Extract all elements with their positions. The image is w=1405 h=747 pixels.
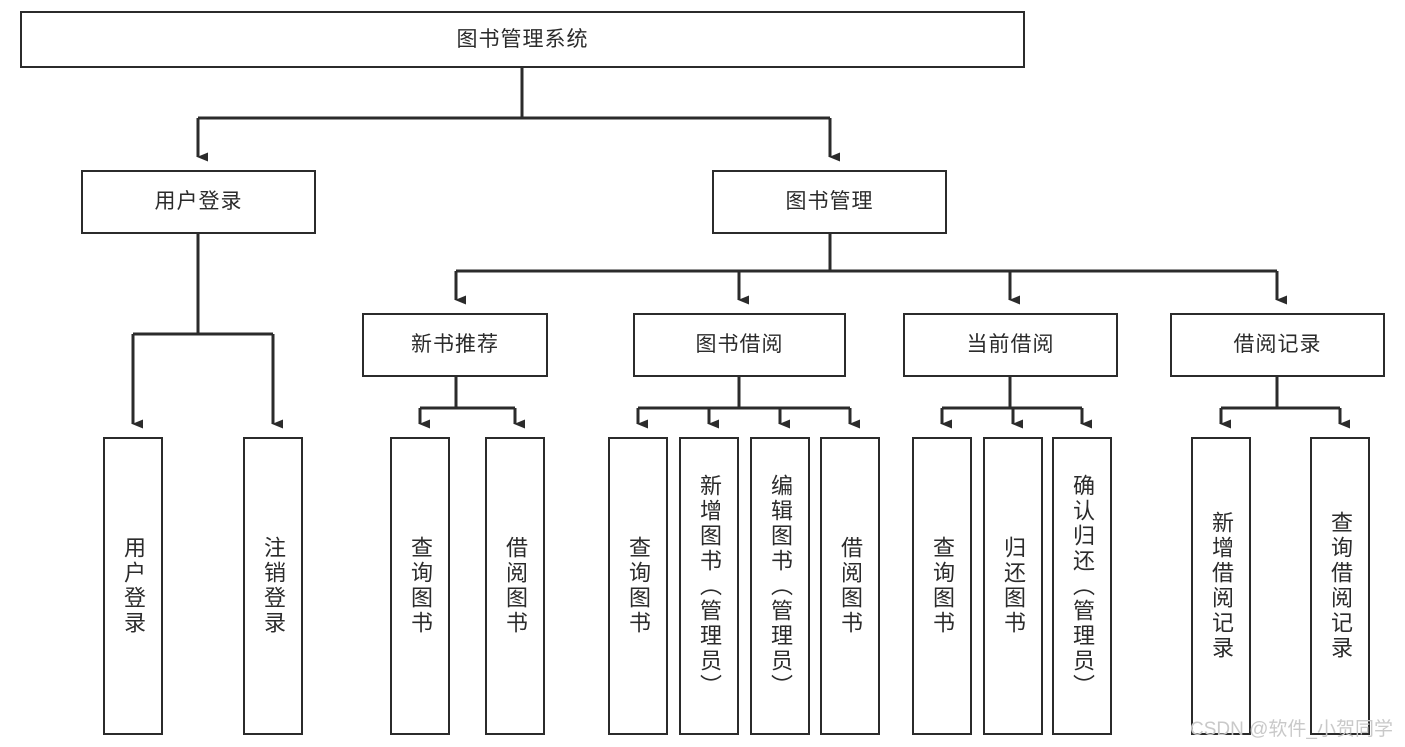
leaf-query-borrow-record[interactable]: 查询借阅记录 — [1310, 437, 1370, 735]
leaf-query-book-rec[interactable]: 查询图书 — [390, 437, 450, 735]
leaf-return-book-label: 归还图书 — [1001, 536, 1026, 636]
leaf-user-logout[interactable]: 注销登录 — [243, 437, 303, 735]
node-book-borrow[interactable]: 图书借阅 — [633, 313, 846, 377]
leaf-edit-book-admin[interactable]: 编辑图书（管理员） — [750, 437, 810, 735]
leaf-confirm-return-admin-label: 确认归还（管理员） — [1070, 473, 1095, 699]
leaf-borrow-book-rec-label: 借阅图书 — [503, 536, 528, 636]
leaf-query-book-borrow-label: 查询图书 — [626, 536, 651, 636]
leaf-query-book-current-label: 查询图书 — [930, 536, 955, 636]
leaf-borrow-book-label: 借阅图书 — [838, 536, 863, 636]
leaf-return-book[interactable]: 归还图书 — [983, 437, 1043, 735]
leaf-borrow-book[interactable]: 借阅图书 — [820, 437, 880, 735]
leaf-query-book-current[interactable]: 查询图书 — [912, 437, 972, 735]
node-current-borrow-label: 当前借阅 — [966, 333, 1055, 357]
leaf-confirm-return-admin[interactable]: 确认归还（管理员） — [1052, 437, 1112, 735]
leaf-add-book-admin-label: 新增图书（管理员） — [697, 473, 722, 699]
leaf-user-login[interactable]: 用户登录 — [103, 437, 163, 735]
node-root-label: 图书管理系统 — [456, 27, 589, 51]
node-borrow-record-label: 借阅记录 — [1233, 333, 1322, 357]
leaf-edit-book-admin-label: 编辑图书（管理员） — [768, 473, 793, 699]
node-book-management-label: 图书管理 — [785, 190, 874, 214]
node-new-book-recommend[interactable]: 新书推荐 — [362, 313, 548, 377]
leaf-borrow-book-rec[interactable]: 借阅图书 — [485, 437, 545, 735]
watermark: CSDN @软件_小贺同学 — [1190, 719, 1393, 740]
leaf-add-borrow-record[interactable]: 新增借阅记录 — [1191, 437, 1251, 735]
node-root[interactable]: 图书管理系统 — [20, 11, 1025, 68]
leaf-add-borrow-record-label: 新增借阅记录 — [1209, 511, 1234, 661]
node-book-borrow-label: 图书借阅 — [695, 333, 784, 357]
node-current-borrow[interactable]: 当前借阅 — [903, 313, 1118, 377]
leaf-user-login-label: 用户登录 — [121, 536, 146, 636]
node-user-login-label: 用户登录 — [154, 190, 243, 214]
leaf-query-book-borrow[interactable]: 查询图书 — [608, 437, 668, 735]
leaf-query-borrow-record-label: 查询借阅记录 — [1328, 511, 1353, 661]
leaf-query-book-rec-label: 查询图书 — [408, 536, 433, 636]
node-new-book-recommend-label: 新书推荐 — [411, 333, 499, 357]
node-book-management[interactable]: 图书管理 — [712, 170, 947, 234]
leaf-user-logout-label: 注销登录 — [261, 536, 286, 636]
leaf-add-book-admin[interactable]: 新增图书（管理员） — [679, 437, 739, 735]
node-user-login[interactable]: 用户登录 — [81, 170, 316, 234]
node-borrow-record[interactable]: 借阅记录 — [1170, 313, 1385, 377]
